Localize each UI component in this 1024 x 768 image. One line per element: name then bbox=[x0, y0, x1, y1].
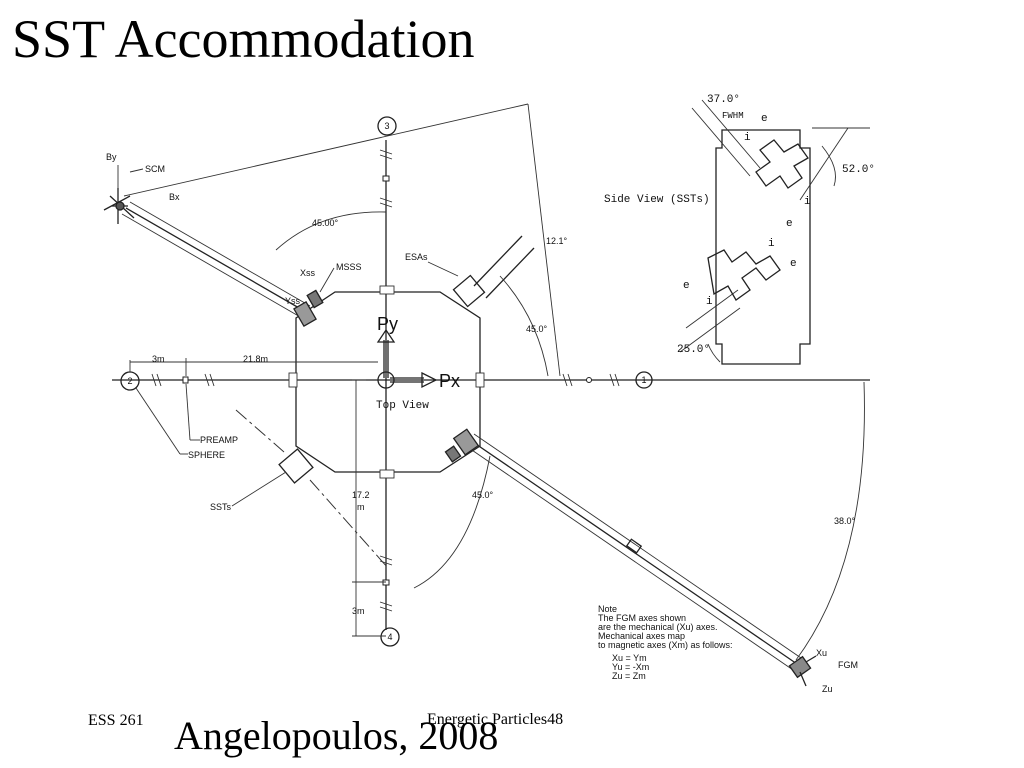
slide-title: SST Accommodation bbox=[12, 9, 475, 69]
yss-label: Yss bbox=[285, 296, 301, 306]
spacecraft-body bbox=[295, 291, 481, 473]
sst-port-labels: i e i e i e e i bbox=[683, 113, 811, 308]
fgm-label: FGM bbox=[838, 660, 858, 670]
body-ports bbox=[288, 285, 485, 479]
footer-course: ESS 261 bbox=[88, 712, 144, 729]
axis-marker-right bbox=[586, 377, 592, 383]
scm-label: SCM bbox=[145, 164, 165, 174]
xu-label: Xu bbox=[816, 648, 827, 658]
long-boom-dim-left: 21.8m bbox=[243, 354, 268, 364]
svg-text:e: e bbox=[786, 218, 793, 230]
probe-1-label: 1 bbox=[641, 375, 646, 385]
zu-label: Zu bbox=[822, 684, 833, 694]
svg-text:i: i bbox=[744, 132, 751, 144]
footer-topic-page: Energetic Particles48 bbox=[427, 711, 564, 728]
svg-text:Mechanical axes map: Mechanical axes map bbox=[598, 631, 685, 641]
sphere-label: SPHERE bbox=[188, 450, 225, 460]
short-boom-dim-left: 3m bbox=[152, 354, 165, 364]
side-upper-angle: 52.0° bbox=[842, 164, 875, 176]
probe-3-label: 3 bbox=[384, 121, 389, 131]
probe-4: 4 bbox=[380, 627, 400, 647]
axis-break-marks bbox=[151, 149, 620, 612]
svg-text:Zu = Zm: Zu = Zm bbox=[612, 671, 646, 681]
short-boom-dim-bottom: 3m bbox=[352, 606, 365, 616]
probe-1: 1 bbox=[635, 371, 653, 389]
fgm-mount bbox=[444, 428, 480, 463]
svg-text:e: e bbox=[761, 113, 768, 125]
upper-angle: 12.1° bbox=[546, 236, 568, 246]
scm-sensor-icon bbox=[103, 188, 135, 224]
mag-boom-angle: 45.00° bbox=[312, 218, 339, 228]
scm-boom bbox=[125, 207, 307, 313]
svg-text:Note: Note bbox=[598, 604, 617, 614]
axial-marker-top bbox=[382, 175, 390, 182]
svg-text:Xu = Ym: Xu = Ym bbox=[612, 653, 647, 663]
ssts-label: SSTs bbox=[210, 502, 232, 512]
xss-label: Xss bbox=[300, 268, 316, 278]
sst-cross-upper bbox=[755, 139, 809, 189]
lower-outer-angle: 38.0° bbox=[834, 516, 856, 526]
msss-mount bbox=[293, 289, 324, 328]
esa-instrument bbox=[452, 235, 535, 308]
svg-text:e: e bbox=[683, 280, 690, 292]
sst-unit bbox=[278, 448, 314, 484]
side-lower-angle: 25.0° bbox=[677, 344, 710, 356]
probe-4-label: 4 bbox=[387, 632, 392, 642]
axial-length-dim: 17.2 bbox=[352, 490, 370, 500]
side-view-panel bbox=[679, 99, 870, 365]
svg-text:are the mechanical (Xu) axes.: are the mechanical (Xu) axes. bbox=[598, 622, 718, 632]
slide-credit: Angelopoulos, 2008 bbox=[174, 713, 499, 758]
svg-text:to magnetic axes (Xm) as follo: to magnetic axes (Xm) as follows: bbox=[598, 640, 733, 650]
svg-text:i: i bbox=[804, 196, 811, 208]
fgm-sensor-icon bbox=[788, 655, 817, 687]
esas-label: ESAs bbox=[405, 252, 428, 262]
fwhm-label: FWHM bbox=[722, 111, 744, 121]
by-label: By bbox=[106, 152, 117, 162]
probe-3: 3 bbox=[377, 116, 397, 136]
top-view-label: Top View bbox=[376, 400, 429, 412]
probe-2: 2 bbox=[120, 371, 140, 391]
lower-inner-angle: 45.0° bbox=[472, 490, 494, 500]
side-view-label: Side View (SSTs) bbox=[604, 194, 710, 206]
svg-text:i: i bbox=[706, 296, 713, 308]
svg-text:e: e bbox=[790, 258, 797, 270]
bx-label: Bx bbox=[169, 192, 180, 202]
axial-marker-bottom bbox=[382, 579, 390, 586]
preamp-label: PREAMP bbox=[200, 435, 238, 445]
py-axis-label: Py bbox=[377, 314, 398, 334]
msss-label: MSSS bbox=[336, 262, 362, 272]
sst-cross-lower bbox=[707, 249, 781, 301]
preamp-marker bbox=[182, 376, 189, 384]
svg-text:i: i bbox=[768, 238, 775, 250]
fgm-boom bbox=[469, 439, 801, 667]
axial-length-unit: m bbox=[357, 502, 365, 512]
fgm-note: Note The FGM axes shown are the mechanic… bbox=[598, 604, 733, 681]
esa-angle: 45.0° bbox=[526, 324, 548, 334]
px-axis-label: Px bbox=[439, 371, 460, 391]
svg-text:The FGM axes shown: The FGM axes shown bbox=[598, 613, 686, 623]
probe-2-label: 2 bbox=[127, 376, 132, 386]
svg-text:Yu = -Xm: Yu = -Xm bbox=[612, 662, 649, 672]
fov-angle: 37.0° bbox=[707, 94, 740, 106]
